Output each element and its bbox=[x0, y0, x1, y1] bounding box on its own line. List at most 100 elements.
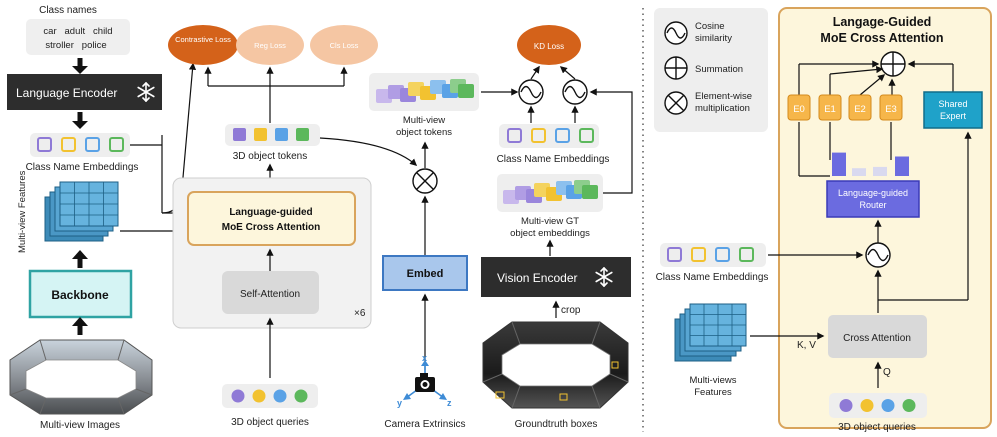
multiview-features-stack bbox=[44, 181, 119, 242]
embedding-token bbox=[555, 128, 570, 143]
object-queries-label: 3D object queries bbox=[231, 417, 309, 428]
contrastive-loss bbox=[168, 25, 238, 65]
multiviews-features-line2: Features bbox=[694, 387, 732, 398]
embedding-token bbox=[85, 137, 100, 152]
snowflake-icon bbox=[595, 267, 613, 287]
class-names-line2: stroller police bbox=[45, 40, 106, 51]
embed-label: Embed bbox=[407, 268, 444, 280]
legend-summation: Summation bbox=[695, 64, 743, 75]
object-query bbox=[860, 399, 874, 412]
elementwise-multiplication-icon bbox=[664, 91, 688, 115]
class-names-line1: car adult child bbox=[43, 26, 112, 37]
object-token bbox=[275, 128, 288, 141]
router-line2: Router bbox=[859, 200, 886, 210]
self-attention-box bbox=[222, 271, 319, 314]
router-box bbox=[826, 180, 920, 218]
expert-e2 bbox=[848, 94, 872, 121]
router-weight-bar bbox=[873, 166, 887, 176]
reg-loss bbox=[236, 25, 304, 65]
multiview-object-tokens bbox=[369, 73, 479, 111]
object-query bbox=[902, 399, 916, 412]
snowflake-icon bbox=[137, 82, 155, 102]
language-encoder-label: Language Encoder bbox=[16, 86, 117, 100]
axis-y-label: y bbox=[397, 398, 402, 408]
cosine-operator bbox=[562, 79, 588, 105]
reg-loss-label: Reg Loss bbox=[254, 41, 286, 50]
class-name-embeddings-label: Class Name Embeddings bbox=[26, 162, 139, 173]
expert-e3 bbox=[879, 94, 903, 121]
embedding-token bbox=[579, 128, 594, 143]
expert-e1 bbox=[818, 94, 842, 121]
lg-moe-cross-attention-box bbox=[187, 191, 356, 246]
object-query bbox=[294, 389, 308, 403]
summation-operator bbox=[880, 51, 906, 77]
object-tokens-label: 3D object tokens bbox=[233, 151, 308, 162]
kv-label: K, V bbox=[797, 340, 816, 351]
lg-moe-line2: MoE Cross Attention bbox=[222, 222, 321, 233]
object-query bbox=[231, 389, 245, 403]
axis-x-label: x bbox=[422, 353, 427, 363]
cls-loss bbox=[310, 25, 378, 65]
cosine-similarity-icon bbox=[664, 21, 688, 45]
summation-icon bbox=[664, 56, 688, 80]
embedding-token bbox=[37, 137, 52, 152]
axis-z-label: z bbox=[447, 398, 452, 408]
cosine-operator bbox=[518, 79, 544, 105]
backbone-box bbox=[28, 269, 133, 319]
multiview-features-label: Multi-view Features bbox=[17, 170, 28, 253]
router-weight-bars bbox=[832, 152, 909, 176]
class-embeddings-bar bbox=[30, 133, 130, 157]
cross-attention-label: Cross Attention bbox=[843, 333, 911, 344]
cosine-operator bbox=[865, 242, 891, 268]
class-embeddings-bar-3 bbox=[660, 243, 766, 267]
embedding-token bbox=[507, 128, 522, 143]
class-name-embeddings-label-2: Class Name Embeddings bbox=[497, 154, 610, 165]
object-queries-label-2: 3D object queries bbox=[838, 422, 916, 433]
legend-cosine-line2: similarity bbox=[695, 33, 732, 44]
object-query bbox=[839, 399, 853, 412]
cls-loss-label: Cls Loss bbox=[330, 41, 359, 50]
legend-elementwise-line2: multiplication bbox=[695, 103, 750, 114]
kd-loss-label: KD Loss bbox=[534, 42, 564, 51]
multiview-images-label: Multi-view Images bbox=[40, 420, 120, 431]
vision-encoder-box bbox=[481, 257, 631, 297]
multiview-object-tokens-line2: object tokens bbox=[396, 127, 452, 138]
object-query bbox=[273, 389, 287, 403]
cross-attention-box bbox=[828, 315, 927, 358]
object-token bbox=[254, 128, 267, 141]
router-weight-bar bbox=[852, 168, 866, 176]
embedding-token bbox=[109, 137, 124, 152]
object-queries-bar bbox=[222, 384, 318, 408]
crop-label: crop bbox=[561, 305, 581, 316]
multiview-object-tokens-line1: Multi-view bbox=[403, 115, 445, 126]
groundtruth-boxes-label: Groundtruth boxes bbox=[515, 419, 598, 430]
embedding-token bbox=[691, 247, 706, 262]
language-encoder-box bbox=[7, 74, 162, 110]
object-queries-bar-2 bbox=[829, 393, 927, 418]
groundtruth-boxes bbox=[482, 321, 629, 409]
class-names-box bbox=[26, 19, 130, 55]
object-query bbox=[881, 399, 895, 412]
camera-icon bbox=[403, 360, 447, 400]
expert-e2-label: E2 bbox=[854, 104, 866, 115]
class-embeddings-bar-2 bbox=[499, 124, 599, 148]
q-label: Q bbox=[883, 367, 891, 378]
shared-expert-box bbox=[923, 91, 983, 129]
multiviews-features-stack bbox=[674, 303, 747, 362]
multiview-images bbox=[9, 339, 153, 415]
shared-expert-line2: Expert bbox=[940, 111, 967, 121]
vision-encoder-label: Vision Encoder bbox=[497, 271, 578, 285]
router-weight-bar bbox=[895, 156, 909, 176]
object-token bbox=[296, 128, 309, 141]
backbone-label: Backbone bbox=[51, 288, 109, 302]
gt-embeddings-line2: object embeddings bbox=[510, 228, 590, 239]
legend-elementwise-line1: Element-wise bbox=[695, 91, 752, 102]
lg-moe-line1: Language-guided bbox=[229, 207, 312, 218]
object-token bbox=[233, 128, 246, 141]
object-query bbox=[252, 389, 266, 403]
expert-e0 bbox=[787, 94, 811, 121]
contrastive-loss-label: Contrastive Loss bbox=[175, 35, 231, 44]
times-six-label: ×6 bbox=[354, 308, 366, 319]
multiviews-features-line1: Multi-views bbox=[690, 375, 737, 386]
